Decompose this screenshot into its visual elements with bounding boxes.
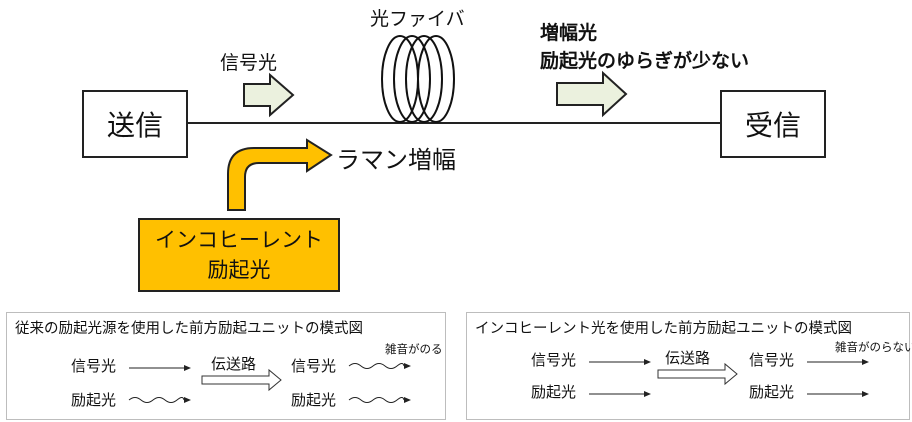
pump-in-label: 励起光 [71, 391, 117, 409]
noisy-wavy-arrow-icon [348, 363, 411, 369]
fiber-label: 光ファイバ [370, 8, 465, 30]
noise-note: 雑音がのる [385, 342, 443, 356]
conventional-schematic-panel: 従来の励起光源を使用した前方励起ユニットの模式図 信号光 励起光 伝送路 信号光… [6, 312, 446, 420]
sender-box: 送信 [82, 90, 188, 158]
straight-arrow-icon [589, 359, 651, 365]
fiber-line [188, 122, 722, 124]
source-label-line1: インコヒーレント [155, 228, 323, 252]
amplified-label: 増幅光 [540, 22, 598, 44]
straight-arrow-icon [807, 391, 869, 397]
no-noise-note: 雑音がのらない [835, 340, 912, 354]
panel-title: 従来の励起光源を使用した前方励起ユニットの模式図 [15, 321, 363, 337]
signal-out-label: 信号光 [749, 351, 795, 369]
clean-arrow-icon [807, 359, 869, 365]
pump-out-label: 励起光 [291, 391, 337, 409]
incoherent-pump-source-box: インコヒーレント 励起光 [138, 218, 340, 292]
transmission-arrow-icon [201, 368, 282, 392]
transmission-path-label: 伝送路 [211, 355, 257, 373]
straight-arrow-icon [589, 391, 651, 397]
pump-in-label: 励起光 [531, 383, 577, 401]
receiver-box: 受信 [720, 90, 826, 158]
wavy-arrow-icon [128, 397, 191, 403]
amplified-arrow-icon [556, 70, 628, 118]
signal-light-label: 信号光 [220, 52, 278, 74]
raman-amplification-label: ラマン増幅 [336, 146, 456, 174]
low-fluctuation-label: 励起光のゆらぎが少ない [540, 50, 750, 72]
raman-pump-arrow-icon [227, 138, 333, 211]
signal-in-label: 信号光 [71, 357, 117, 375]
transmission-path-label: 伝送路 [665, 349, 711, 367]
signal-arrow-icon [243, 72, 295, 118]
source-label-line2: 励起光 [207, 258, 271, 282]
sender-label: 送信 [106, 109, 163, 142]
incoherent-schematic-panel: インコヒーレント光を使用した前方励起ユニットの模式図 信号光 励起光 伝送路 信… [466, 312, 912, 420]
receiver-label: 受信 [744, 109, 801, 142]
wavy-arrow-icon [348, 397, 411, 403]
transmission-arrow-icon [657, 362, 738, 386]
signal-in-label: 信号光 [531, 351, 577, 369]
signal-out-label: 信号光 [291, 357, 337, 375]
fiber-coil-icon [381, 35, 455, 123]
straight-arrow-icon [129, 365, 191, 371]
pump-out-label: 励起光 [749, 383, 795, 401]
panel-title: インコヒーレント光を使用した前方励起ユニットの模式図 [475, 321, 852, 337]
